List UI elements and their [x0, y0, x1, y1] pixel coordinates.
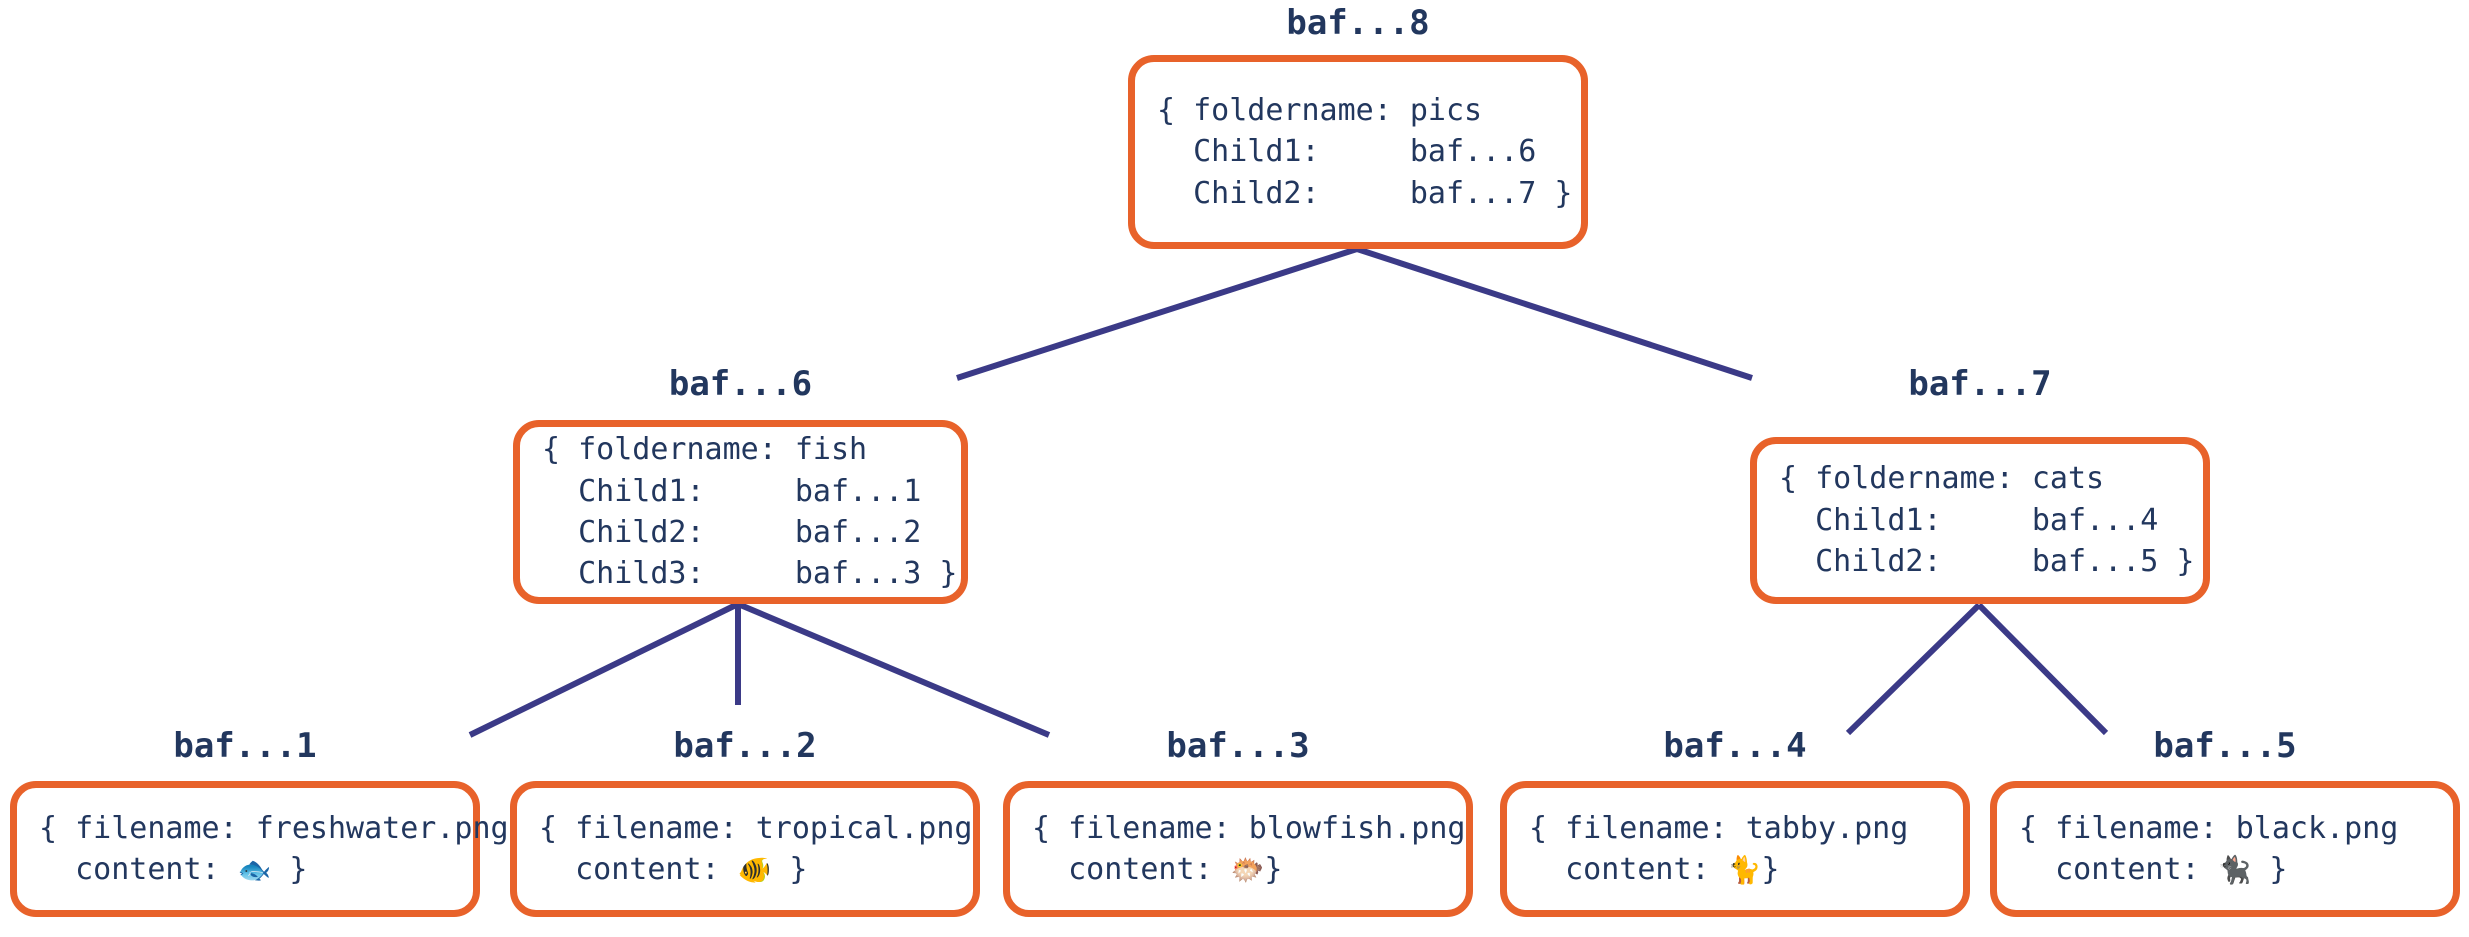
black-cat-emoji: 🐈‍⬛ [2217, 855, 2252, 886]
cats-line-3: Child2: baf...5 } [1779, 544, 2195, 580]
freshwater-line-1: { filename: freshwater.png [39, 810, 509, 846]
node-box-cats[interactable]: { foldername: cats Child1: baf...4 Child… [1750, 437, 2210, 604]
node-label-freshwater: baf...1 [173, 726, 317, 766]
root-line-1: { foldername: pics [1157, 92, 1483, 128]
node-label-tabby: baf...4 [1663, 726, 1807, 766]
black-line-2-prefix: content: [2019, 852, 2218, 887]
node-box-fish[interactable]: { foldername: fish Child1: baf...1 Child… [513, 420, 968, 604]
black-line-2-suffix: } [2251, 852, 2288, 887]
blowfish-line-2-suffix: } [1264, 852, 1283, 887]
node-content-blowfish: { filename: blowfish.png content: 🐡} [1010, 808, 1465, 891]
node-box-black[interactable]: { filename: black.png content: 🐈‍⬛ } [1990, 781, 2460, 917]
node-label-black: baf...5 [2153, 726, 2297, 766]
edge-root-to-fish [956, 246, 1358, 381]
blowfish-line-1: { filename: blowfish.png [1032, 810, 1466, 846]
blowfish-emoji: 🐡 [1230, 855, 1265, 886]
cats-line-1: { foldername: cats [1779, 461, 2105, 497]
edge-cats-to-black [1976, 602, 2109, 736]
node-content-tabby: { filename: tabby.png content: 🐈} [1507, 808, 1908, 891]
node-content-tropical: { filename: tropical.png content: 🐠 } [517, 808, 972, 891]
node-box-root[interactable]: { foldername: pics Child1: baf...6 Child… [1128, 55, 1588, 249]
node-content-cats: { foldername: cats Child1: baf...4 Child… [1757, 458, 2194, 582]
fish-emoji: 🐟 [237, 855, 272, 886]
fish-line-2: Child1: baf...1 [542, 473, 922, 509]
node-box-tropical[interactable]: { filename: tropical.png content: 🐠 } [510, 781, 980, 917]
node-content-freshwater: { filename: freshwater.png content: 🐟 } [17, 808, 509, 891]
root-line-2: Child1: baf...6 [1157, 134, 1537, 170]
edge-fish-to-blowfish [736, 601, 1051, 738]
node-content-black: { filename: black.png content: 🐈‍⬛ } [1997, 808, 2398, 891]
edge-fish-to-freshwater [468, 601, 740, 738]
root-line-3: Child2: baf...7 } [1157, 175, 1573, 211]
freshwater-line-2-prefix: content: [39, 852, 238, 887]
cats-line-2: Child1: baf...4 [1779, 502, 2159, 538]
node-box-blowfish[interactable]: { filename: blowfish.png content: 🐡} [1003, 781, 1473, 917]
fish-line-4: Child3: baf...3 } [542, 556, 958, 592]
node-label-blowfish: baf...3 [1166, 726, 1310, 766]
tropical-line-1: { filename: tropical.png [539, 810, 973, 846]
tabby-line-2-suffix: } [1761, 852, 1780, 887]
cat-emoji: 🐈 [1727, 855, 1762, 886]
node-content-root: { foldername: pics Child1: baf...6 Child… [1135, 90, 1572, 214]
node-label-tropical: baf...2 [673, 726, 817, 766]
node-box-freshwater[interactable]: { filename: freshwater.png content: 🐟 } [10, 781, 509, 917]
tropical-line-2-prefix: content: [539, 852, 738, 887]
node-label-root: baf...8 [1286, 3, 1430, 43]
edge-cats-to-tabby [1845, 602, 1982, 736]
tabby-line-2-prefix: content: [1529, 852, 1728, 887]
fish-line-3: Child2: baf...2 [542, 515, 922, 550]
tropical-fish-emoji: 🐠 [737, 855, 772, 886]
edge-root-to-cats [1356, 246, 1753, 381]
fish-line-1: { foldername: fish [542, 432, 868, 468]
freshwater-line-2-suffix: } [271, 852, 308, 887]
tropical-line-2-suffix: } [771, 852, 808, 887]
node-label-cats: baf...7 [1908, 364, 2052, 404]
node-box-tabby[interactable]: { filename: tabby.png content: 🐈} [1500, 781, 1970, 917]
tabby-line-1: { filename: tabby.png [1529, 810, 1909, 846]
node-content-fish: { foldername: fish Child1: baf...1 Child… [520, 429, 957, 595]
black-line-1: { filename: black.png [2019, 810, 2399, 846]
blowfish-line-2-prefix: content: [1032, 852, 1231, 887]
node-label-fish: baf...6 [668, 364, 813, 404]
